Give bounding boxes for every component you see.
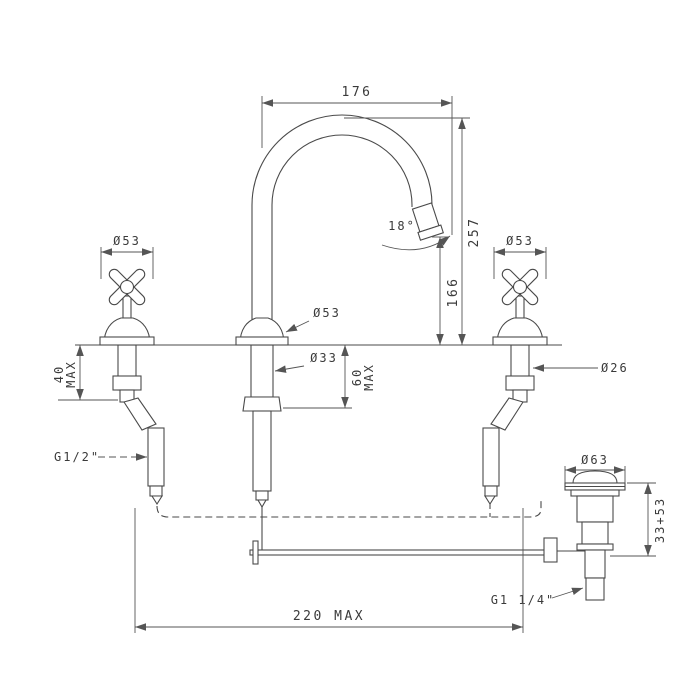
spout	[235, 114, 444, 509]
right-handle-stem	[515, 295, 525, 319]
spout-shank-threaded	[250, 344, 274, 398]
g12-label: G1/2"	[54, 450, 100, 464]
spout-outer-contour	[251, 114, 433, 345]
dim-40-unit: MAX	[64, 360, 78, 388]
right-hose-fitting	[484, 485, 498, 497]
dim-176-label: 176	[342, 85, 373, 100]
dim-o33-leader	[274, 365, 305, 373]
left-hose-coupling	[123, 397, 157, 431]
dim-18deg-arc	[381, 235, 451, 251]
dim-3353-label: 33+53	[653, 497, 667, 543]
dim-center-deck-max: 60 MAX	[283, 345, 376, 409]
spout-outlet	[411, 202, 444, 241]
dim-total-height: 257	[344, 117, 482, 345]
linkage-dashed-path	[156, 501, 542, 518]
dim-spout-reach: 176	[261, 85, 453, 235]
dim-166-label: 166	[446, 277, 461, 308]
spout-mounting-nut	[242, 396, 282, 412]
spout-flange	[235, 336, 289, 346]
spout-inner-contour	[271, 134, 413, 345]
dim-left-deck-max: 40 MAX	[52, 345, 118, 401]
left-hose-tip	[151, 495, 163, 506]
dim-drain-flange-diameter: Ø63	[564, 453, 626, 483]
popup-linkage-dashed	[156, 501, 542, 518]
dim-outlet-angle: 18°	[381, 219, 451, 251]
dim-220-label: 220 MAX	[293, 609, 365, 624]
right-handle	[482, 268, 548, 506]
drain-body-mid	[581, 521, 609, 545]
dim-60-value: 60	[350, 368, 364, 386]
dim-40-value: 40	[52, 365, 66, 383]
drain-body-threaded	[576, 495, 614, 523]
dim-o63-label: Ø63	[581, 453, 609, 467]
spout-hose-tip	[257, 499, 267, 509]
spout-flex-hose	[252, 410, 272, 492]
spout-aerator	[417, 224, 444, 241]
spout-hose-fitting	[255, 490, 269, 501]
right-hose-coupling	[490, 397, 524, 431]
dim-o53l-label: Ø53	[113, 234, 141, 248]
dim-handle-shank-diameter: Ø26	[533, 361, 629, 375]
drain-tail-threaded	[585, 577, 605, 601]
dim-left-handle-diameter: Ø53	[100, 234, 154, 279]
dim-spout-base-diameter: Ø53	[285, 306, 341, 333]
g114-leader	[551, 587, 584, 599]
dim-o33-label: Ø33	[310, 351, 338, 365]
dim-60-unit: MAX	[362, 363, 376, 391]
dim-o26-label: Ø26	[601, 361, 629, 375]
drain-assembly	[543, 470, 626, 601]
left-handle-hub	[119, 279, 135, 295]
left-mounting-nut	[112, 375, 142, 391]
left-handle	[99, 268, 165, 506]
dim-o53c-leader	[285, 320, 310, 333]
label-inlet-thread: G1/2"	[54, 450, 147, 464]
drain-seat	[570, 489, 620, 497]
popup-rod-joint	[252, 540, 259, 565]
popup-rod-horizontal	[249, 549, 549, 556]
left-handle-stem	[122, 295, 132, 319]
dim-257-label: 257	[467, 217, 482, 248]
g114-label: G1 1/4"	[491, 593, 556, 607]
drain-plug-dome	[572, 470, 618, 484]
right-handle-hub	[512, 279, 528, 295]
right-hose-tip	[484, 495, 496, 506]
right-flex-hose	[482, 427, 500, 487]
left-hose-fitting	[149, 485, 163, 497]
drain-lever-knob	[543, 537, 558, 563]
popup-rod	[249, 507, 549, 565]
left-flex-hose	[147, 427, 165, 487]
drain-body-flange	[576, 543, 614, 551]
dim-outlet-height: 166	[432, 236, 461, 345]
drain-tailpiece	[584, 549, 606, 579]
dim-o53c-label: Ø53	[313, 306, 341, 320]
left-flange	[99, 336, 155, 346]
dim-drain-height: 33+53	[610, 482, 667, 557]
dim-overall-spacing: 220 MAX	[134, 508, 524, 633]
right-flange	[492, 336, 548, 346]
dim-o53r-label: Ø53	[506, 234, 534, 248]
dim-18deg-label: 18°	[388, 219, 416, 233]
dim-right-handle-diameter: Ø53	[493, 234, 547, 279]
dim-spout-shank-diameter: Ø33	[274, 351, 338, 373]
right-mounting-nut	[505, 375, 535, 391]
label-drain-thread: G1 1/4"	[491, 587, 584, 607]
